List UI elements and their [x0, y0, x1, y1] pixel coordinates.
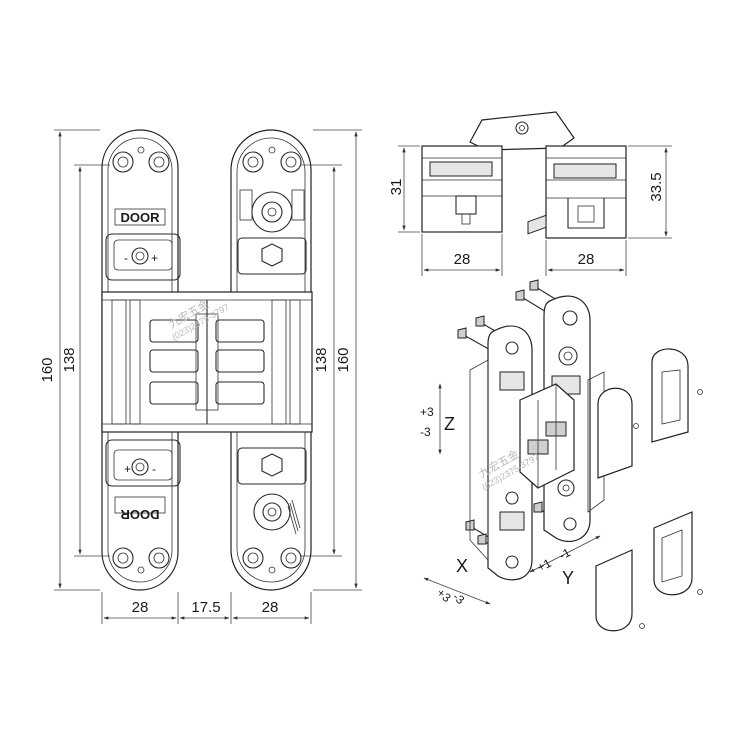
dim-28-left: 28: [132, 599, 149, 616]
iso-left-leaf: [469, 325, 533, 581]
axis-z-minus: -3: [420, 425, 431, 439]
front-view: DOOR DOOR - + + -: [39, 129, 362, 624]
hinge-mechanism: [101, 291, 313, 433]
axis-y: Y +1 -1: [529, 535, 601, 588]
dim-160-left: 160: [39, 357, 56, 382]
cover-plates: [595, 348, 703, 632]
axis-z-plus: +3: [420, 405, 434, 419]
axis-y-minus: -1: [557, 545, 573, 563]
dim-height-left: 160 138: [39, 129, 110, 591]
dim-33-5: 33.5: [648, 172, 665, 201]
dim-138-left: 138: [61, 347, 78, 372]
axis-x-minus: -3: [450, 590, 467, 608]
dim-17-5: 17.5: [191, 599, 220, 616]
dim-28-top-right: 28: [578, 251, 595, 268]
adjust-plus-bottom: +: [124, 462, 131, 476]
top-view: 31 33.5 28 28: [388, 111, 672, 276]
axis-z: Z +3 -3: [420, 383, 455, 455]
axis-z-label: Z: [444, 414, 455, 434]
adjust-plus-top: +: [151, 251, 158, 265]
dim-height-right: 160 138: [300, 129, 362, 591]
isometric-view: Z +3 -3 X +3 -3 Y +1 -1: [420, 214, 703, 632]
dim-160-right: 160: [335, 347, 352, 372]
dim-28-top-left: 28: [454, 251, 471, 268]
axis-y-plus: +1: [535, 556, 554, 575]
adjust-minus-top: -: [124, 251, 128, 265]
door-label-bottom: DOOR: [120, 507, 160, 522]
dim-width-front: 28 17.5 28: [101, 592, 312, 624]
adjust-minus-bottom: -: [152, 462, 156, 476]
door-label-top: DOOR: [121, 210, 161, 225]
dim-28-right: 28: [262, 599, 279, 616]
axis-x-label: X: [456, 556, 468, 576]
axis-x: X +3 -3: [423, 556, 491, 608]
axis-y-label: Y: [562, 568, 574, 588]
dim-31: 31: [388, 179, 405, 196]
dim-138-right: 138: [313, 347, 330, 372]
iso-mechanism: [519, 214, 575, 489]
